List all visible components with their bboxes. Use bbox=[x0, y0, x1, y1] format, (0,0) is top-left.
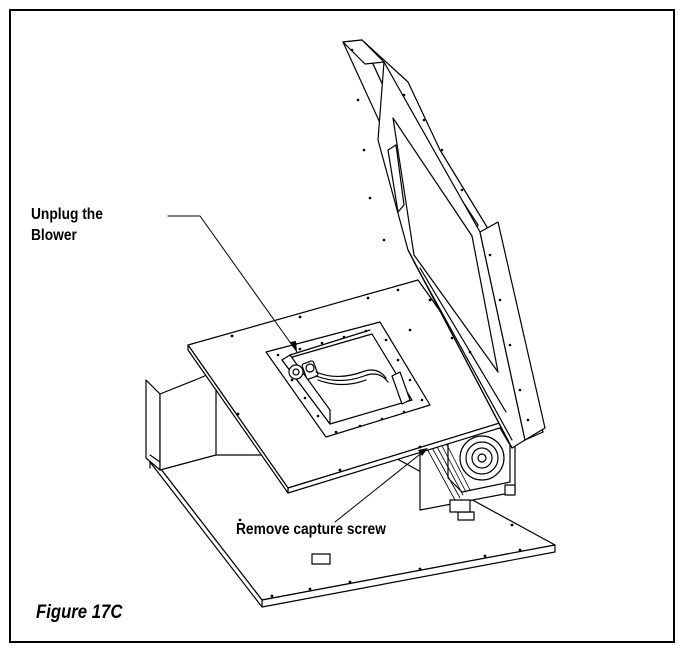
figure-caption: Figure 17C bbox=[36, 602, 123, 623]
door-panel bbox=[342, 39, 546, 449]
left-side-panel bbox=[145, 370, 217, 471]
blower-leader bbox=[167, 215, 298, 353]
screw-leader bbox=[334, 450, 425, 523]
leader-lines bbox=[167, 215, 428, 523]
blower-plug bbox=[288, 360, 411, 405]
blower-callout-line1: Unplug the bbox=[31, 206, 103, 223]
tray-cutout bbox=[311, 553, 331, 565]
screw-callout: Remove capture screw bbox=[236, 521, 386, 538]
blower-callout-line2: Blower bbox=[31, 227, 77, 244]
blower-callout: Unplug the Blower bbox=[31, 204, 103, 246]
